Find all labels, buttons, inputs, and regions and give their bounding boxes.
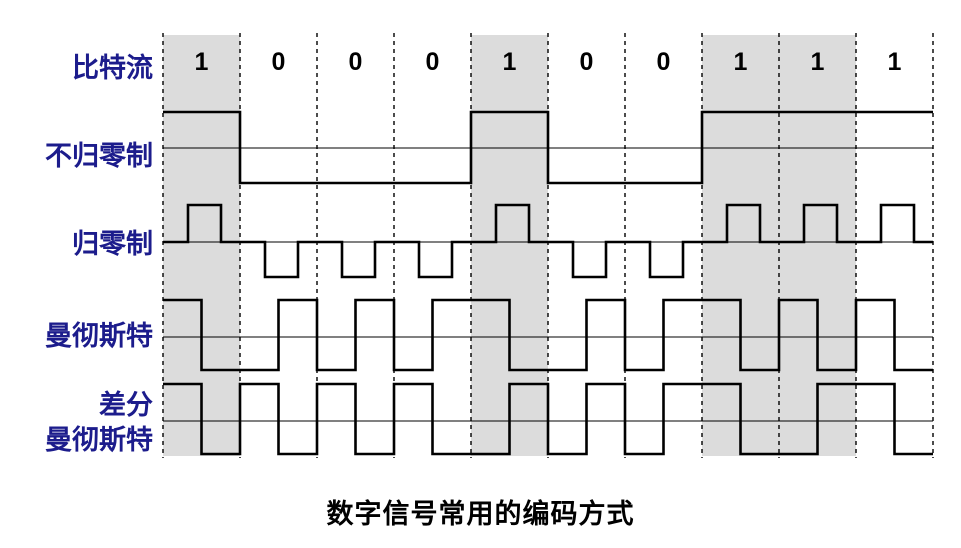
bit-value: 1: [733, 48, 748, 76]
bit-value: 0: [425, 48, 440, 76]
bit-value: 0: [656, 48, 671, 76]
waveform-rz: [163, 203, 933, 279]
bit-value: 0: [271, 48, 286, 76]
waveforms: [163, 110, 933, 456]
label-nrz: 不归零制: [45, 141, 153, 172]
label-bitstream: 比特流: [72, 53, 153, 84]
waveform-nrz: [163, 110, 933, 185]
waveform-diff-manchester: [163, 382, 933, 456]
bit-value: 0: [579, 48, 594, 76]
bit-value: 1: [502, 48, 517, 76]
bit-value: 1: [887, 48, 902, 76]
bit-value: 0: [348, 48, 363, 76]
waveform-manchester: [163, 298, 933, 372]
bit-value: 1: [194, 48, 209, 76]
diagram-caption: 数字信号常用的编码方式: [326, 499, 635, 530]
label-rz: 归零制: [72, 229, 153, 260]
bit-value: 1: [810, 48, 825, 76]
label-diff-manchester-1: 差分: [99, 390, 153, 421]
label-diff-manchester-2: 曼彻斯特: [45, 425, 153, 456]
label-manchester: 曼彻斯特: [45, 321, 153, 352]
shaded-columns: [163, 35, 856, 456]
